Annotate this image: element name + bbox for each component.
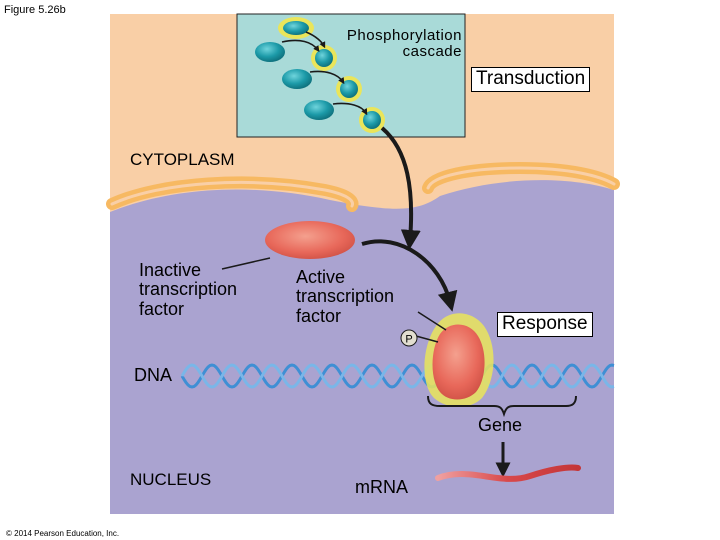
active-label-line2: transcription bbox=[296, 286, 395, 307]
cascade-arrow-1 bbox=[281, 39, 320, 53]
phosphorylation-cascade-label: Phosphorylation cascade bbox=[320, 27, 462, 61]
active-label-line1: Active bbox=[296, 267, 346, 287]
active-label-line3: factor bbox=[296, 305, 342, 326]
dna-label: DNA bbox=[134, 365, 173, 385]
cascade-arrow-2 bbox=[309, 70, 345, 85]
nuclear-envelope-left-inner bbox=[110, 181, 354, 208]
active-pointer-line bbox=[417, 311, 447, 331]
inactive-transcription-factor bbox=[265, 221, 355, 259]
inactive-transcription-factor-label: Inactive transcription factor bbox=[139, 260, 238, 319]
phosphate-circle bbox=[400, 329, 418, 347]
gene-label: Gene bbox=[478, 415, 523, 435]
inactive-label-line2: transcription bbox=[139, 279, 238, 300]
active-transcription-factor-label: Active transcription factor bbox=[296, 267, 395, 326]
inactive-label-line1: Inactive bbox=[139, 260, 202, 280]
activation-arrow bbox=[361, 239, 458, 312]
phosphate-label: P bbox=[405, 334, 412, 346]
mrna-strand bbox=[435, 464, 581, 482]
mrna-label: mRNA bbox=[355, 477, 408, 497]
cytoplasm-label: CYTOPLASM bbox=[130, 150, 235, 169]
phosphorylation-label-line1: Phosphorylation bbox=[346, 27, 462, 44]
phosphorylation-cascade-box bbox=[236, 13, 466, 138]
dna-strand-b bbox=[180, 363, 615, 389]
kinase-inactive-1 bbox=[255, 42, 285, 62]
kinase-inactive-3 bbox=[304, 100, 334, 120]
copyright-notice: © 2014 Pearson Education, Inc. bbox=[6, 529, 120, 538]
nucleus-label: NUCLEUS bbox=[130, 470, 212, 489]
kinase-active-3 bbox=[363, 111, 381, 129]
kinase-active-top bbox=[283, 21, 309, 35]
nuclear-envelope-right-inner bbox=[426, 166, 616, 190]
active-transcription-factor bbox=[432, 324, 485, 400]
signal-arrow-to-nucleus bbox=[380, 126, 421, 250]
response-label: Response bbox=[497, 312, 593, 337]
kinase-active-1 bbox=[315, 49, 333, 67]
inactive-pointer-line bbox=[221, 257, 271, 270]
kinase-inactive-2 bbox=[282, 69, 312, 89]
kinase-active-2 bbox=[340, 80, 358, 98]
transduction-label: Transduction bbox=[471, 67, 591, 92]
gene-bracket bbox=[427, 395, 577, 418]
phosphate-connector bbox=[415, 335, 439, 343]
figure-label: Figure 5.26b bbox=[4, 4, 66, 16]
nucleus-region bbox=[110, 180, 614, 514]
inactive-label-line3: factor bbox=[139, 298, 185, 319]
dna-helix bbox=[180, 363, 615, 389]
phosphorylation-label-line2: cascade bbox=[402, 43, 462, 61]
cascade-arrow-top bbox=[305, 31, 326, 49]
cascade-arrow-3 bbox=[332, 102, 368, 116]
